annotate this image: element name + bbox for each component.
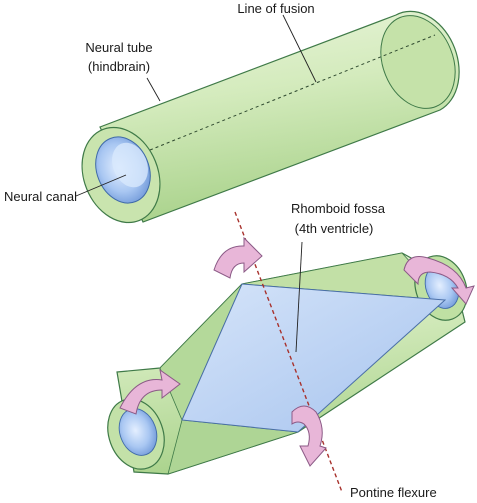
arrow-top-left-icon — [213, 236, 263, 279]
pontine-flexure-label: Pontine flexure — [350, 485, 437, 500]
line-of-fusion-label: Line of fusion — [237, 1, 314, 16]
neural-tube-cylinder — [81, 10, 460, 224]
rhomboid-fossa — [181, 283, 447, 433]
rhomboid-fossa-label: Rhomboid fossa — [291, 201, 386, 216]
neural-canal-label: Neural canal — [4, 189, 77, 204]
neural-tube-leader — [146, 77, 161, 102]
rhomboid-fossa-sublabel: (4th ventricle) — [295, 221, 374, 236]
line-of-fusion-leader — [282, 14, 317, 83]
rhomboid-fossa-leader — [295, 241, 303, 353]
arrow-right-icon — [403, 256, 475, 305]
arrow-bottom-center-icon — [291, 405, 327, 467]
neural-canal-leader — [75, 174, 127, 197]
neural-tube-sublabel: (hindbrain) — [88, 59, 150, 74]
arrow-left-icon — [119, 368, 181, 415]
neural-tube-label: Neural tube — [85, 40, 152, 55]
